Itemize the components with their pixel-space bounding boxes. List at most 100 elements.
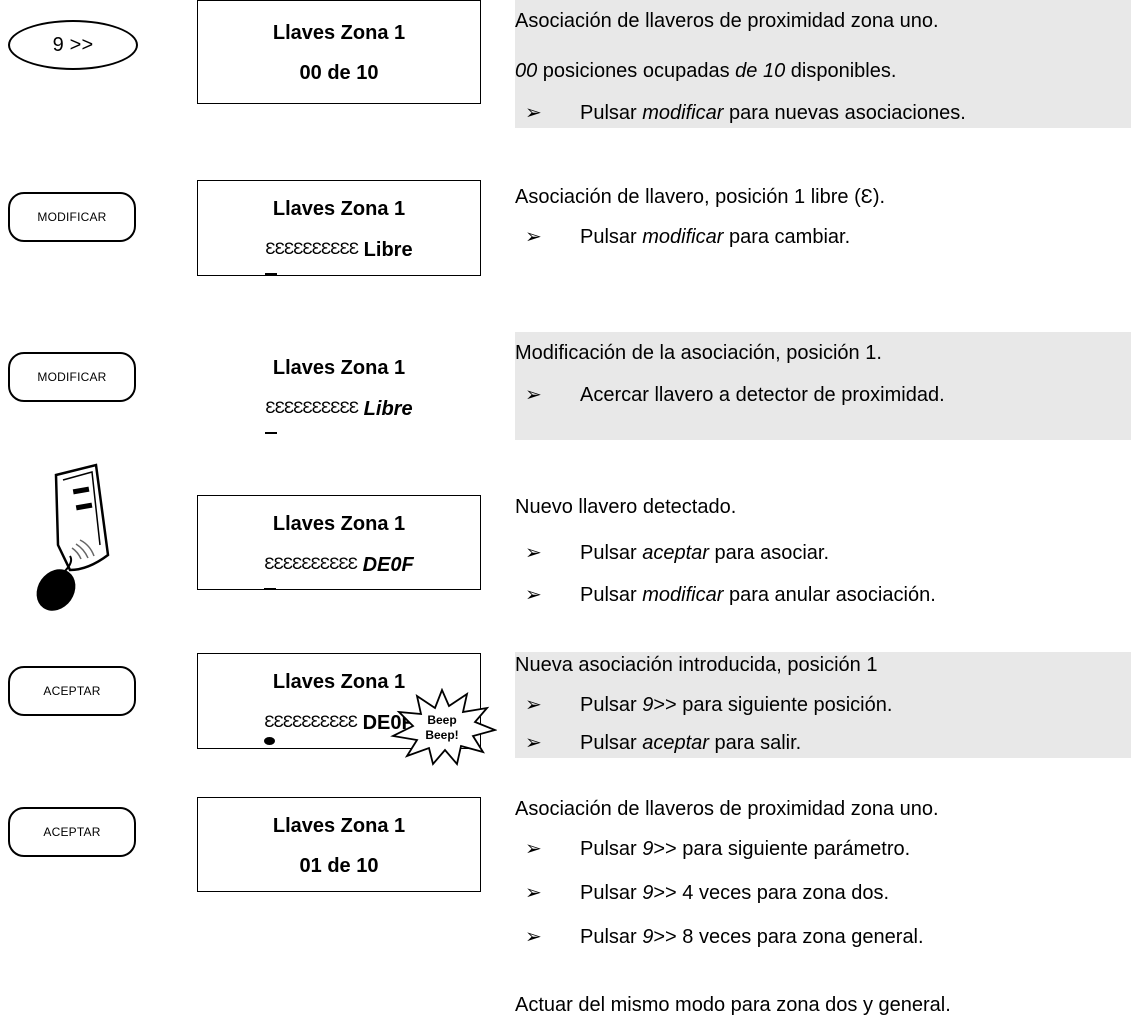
- arrow-bullet-icon: ➢: [525, 926, 542, 948]
- free-slot-icon: Ɛ: [860, 186, 873, 208]
- cursor-underline: [264, 588, 277, 590]
- lcd-line2: ƐƐƐƐƐƐƐƐƐƐ Libre: [197, 388, 481, 434]
- arrow-bullet-icon: ➢: [525, 102, 542, 124]
- modificar-button[interactable]: MODIFICAR: [8, 192, 136, 242]
- bullet-em: aceptar: [642, 542, 709, 564]
- nine-next-button[interactable]: 9 >>: [8, 20, 138, 70]
- step1-bullet: ➢ Pulsar modificar para nuevas asociacion…: [525, 100, 966, 125]
- occupancy-end: disponibles.: [785, 60, 897, 82]
- aceptar-button[interactable]: ACEPTAR: [8, 807, 136, 857]
- slot-status: Libre: [363, 239, 413, 261]
- lcd-line2: 01 de 10: [299, 855, 379, 877]
- step6-bullet-1: ➢ Pulsar 9>> para siguiente parámetro.: [525, 836, 910, 861]
- lcd-line2: 00 de 10: [299, 62, 379, 84]
- bullet-em: aceptar: [642, 732, 709, 754]
- arrow-bullet-icon: ➢: [525, 732, 542, 754]
- step4-bullet-2: ➢ Pulsar modificar para anular asociación…: [525, 582, 936, 607]
- lcd-line1: Llaves Zona 1: [272, 198, 406, 220]
- arrow-bullet-icon: ➢: [525, 584, 542, 606]
- key-slots-icon: ƐƐƐƐƐƐƐƐƐƐ: [264, 702, 358, 745]
- lcd-display-3: Llaves Zona 1 ƐƐƐƐƐƐƐƐƐƐ Libre: [197, 340, 481, 444]
- bullet-text: para anular asociación.: [723, 584, 936, 606]
- occupied-value: 00: [515, 60, 538, 82]
- key-slots: ƐƐƐƐƐƐƐƐƐƐ: [264, 712, 358, 731]
- bullet-text: Pulsar: [580, 732, 643, 754]
- bullet-text: >> 8 veces para zona general.: [653, 926, 924, 948]
- step1-shade: [515, 0, 1131, 128]
- bullet-text: para asociar.: [708, 542, 830, 564]
- bullet-text: Pulsar: [580, 926, 643, 948]
- lcd-display-2: Llaves Zona 1 ƐƐƐƐƐƐƐƐƐƐ Libre: [197, 180, 481, 276]
- lcd-line1: Llaves Zona 1: [272, 513, 406, 535]
- bullet-text: Pulsar: [580, 584, 643, 606]
- bullet-text: Acercar llavero a detector de proximidad…: [580, 384, 945, 406]
- bullet-text: >> 4 veces para zona dos.: [653, 882, 890, 904]
- arrow-bullet-icon: ➢: [525, 384, 542, 406]
- burst-line1: Beep: [427, 713, 456, 727]
- step3-bullet: ➢ Acercar llavero a detector de proximida…: [525, 382, 945, 407]
- arrow-bullet-icon: ➢: [525, 226, 542, 248]
- bullet-text: Pulsar: [580, 542, 643, 564]
- bullet-text: Pulsar: [580, 882, 643, 904]
- step5-shade: [515, 652, 1131, 758]
- bullet-text: para salir.: [708, 732, 802, 754]
- step5-description: Nueva asociación introducida, posición 1: [515, 654, 878, 676]
- key-slots: ƐƐƐƐƐƐƐƐƐƐ: [265, 239, 359, 258]
- step5-bullet-2: ➢ Pulsar aceptar para salir.: [525, 730, 801, 755]
- slot-status: Libre: [363, 398, 413, 420]
- step2-bullet: ➢Pulsar modificar para cambiar.: [525, 224, 850, 249]
- lcd-line1: Llaves Zona 1: [272, 671, 406, 693]
- button-label: 9 >>: [52, 33, 94, 56]
- arrow-bullet-icon: ➢: [525, 838, 542, 860]
- lcd-line1: Llaves Zona 1: [272, 815, 406, 837]
- bullet-em: 9: [642, 838, 654, 860]
- step3-description: Modificación de la asociación, posición …: [515, 342, 882, 364]
- key-slots: ƐƐƐƐƐƐƐƐƐƐ: [264, 554, 358, 573]
- lcd-display-1: Llaves Zona 1 00 de 10: [197, 0, 481, 104]
- beep-burst-icon: Beep Beep!: [390, 688, 497, 766]
- step6-bullet-2: ➢Pulsar 9>> 4 veces para zona dos.: [525, 880, 889, 905]
- lcd-line2: ƐƐƐƐƐƐƐƐƐƐ Libre: [198, 229, 480, 275]
- button-label: ACEPTAR: [43, 825, 101, 839]
- occupancy-text: posiciones ocupadas: [537, 60, 736, 82]
- aceptar-button[interactable]: ACEPTAR: [8, 666, 136, 716]
- bullet-em: 9: [642, 694, 654, 716]
- bullet-em: modificar: [642, 226, 724, 248]
- button-label: MODIFICAR: [37, 210, 107, 224]
- bullet-em: modificar: [642, 584, 724, 606]
- bullet-text: Pulsar: [580, 226, 643, 248]
- lcd-line1: Llaves Zona 1: [272, 22, 406, 44]
- lcd-line1: Llaves Zona 1: [272, 357, 406, 379]
- bullet-em: modificar: [642, 102, 724, 124]
- step1-description: Asociación de llaveros de proximidad zon…: [515, 10, 939, 32]
- lcd-line2: ƐƐƐƐƐƐƐƐƐƐ DE0F: [198, 702, 480, 745]
- key-slots-icon: ƐƐƐƐƐƐƐƐƐƐ: [265, 229, 359, 275]
- step6-bullet-3: ➢ Pulsar 9>> 8 veces para zona general.: [525, 924, 924, 949]
- step4-bullet-1: ➢ Pulsar aceptar para asociar.: [525, 540, 829, 565]
- filled-slot-icon: [264, 737, 276, 745]
- modificar-button[interactable]: MODIFICAR: [8, 352, 136, 402]
- lcd-display-4: Llaves Zona 1 ƐƐƐƐƐƐƐƐƐƐ DE0F: [197, 495, 481, 590]
- desc-end: ).: [872, 186, 886, 208]
- bullet-text: para nuevas asociaciones.: [723, 102, 966, 124]
- desc-text: Asociación de llavero, posición 1 libre …: [515, 186, 861, 208]
- key-fob-reader-icon: [36, 463, 110, 611]
- available-value: de 10: [735, 60, 786, 82]
- button-label: ACEPTAR: [43, 684, 101, 698]
- bullet-text: Pulsar: [580, 838, 643, 860]
- bullet-text: >> para siguiente parámetro.: [653, 838, 911, 860]
- arrow-bullet-icon: ➢: [525, 542, 542, 564]
- footer-note: Actuar del mismo modo para zona dos y ge…: [515, 994, 951, 1016]
- step5-bullet-1: ➢Pulsar 9>> para siguiente posición.: [525, 692, 892, 717]
- step2-description: Asociación de llavero, posición 1 libre …: [515, 186, 885, 209]
- step1-occupancy: 00 posiciones ocupadas de 10 disponibles…: [515, 60, 896, 83]
- bullet-em: 9: [642, 926, 654, 948]
- bullet-text: Pulsar: [580, 102, 643, 124]
- cursor-underline: [265, 273, 278, 275]
- key-slots: ƐƐƐƐƐƐƐƐƐƐ: [265, 398, 359, 417]
- step6-description: Asociación de llaveros de proximidad zon…: [515, 798, 939, 820]
- button-label: MODIFICAR: [37, 370, 107, 384]
- burst-line2: Beep!: [425, 728, 458, 742]
- bullet-text: >> para siguiente posición.: [653, 694, 893, 716]
- key-code: DE0F: [362, 554, 414, 576]
